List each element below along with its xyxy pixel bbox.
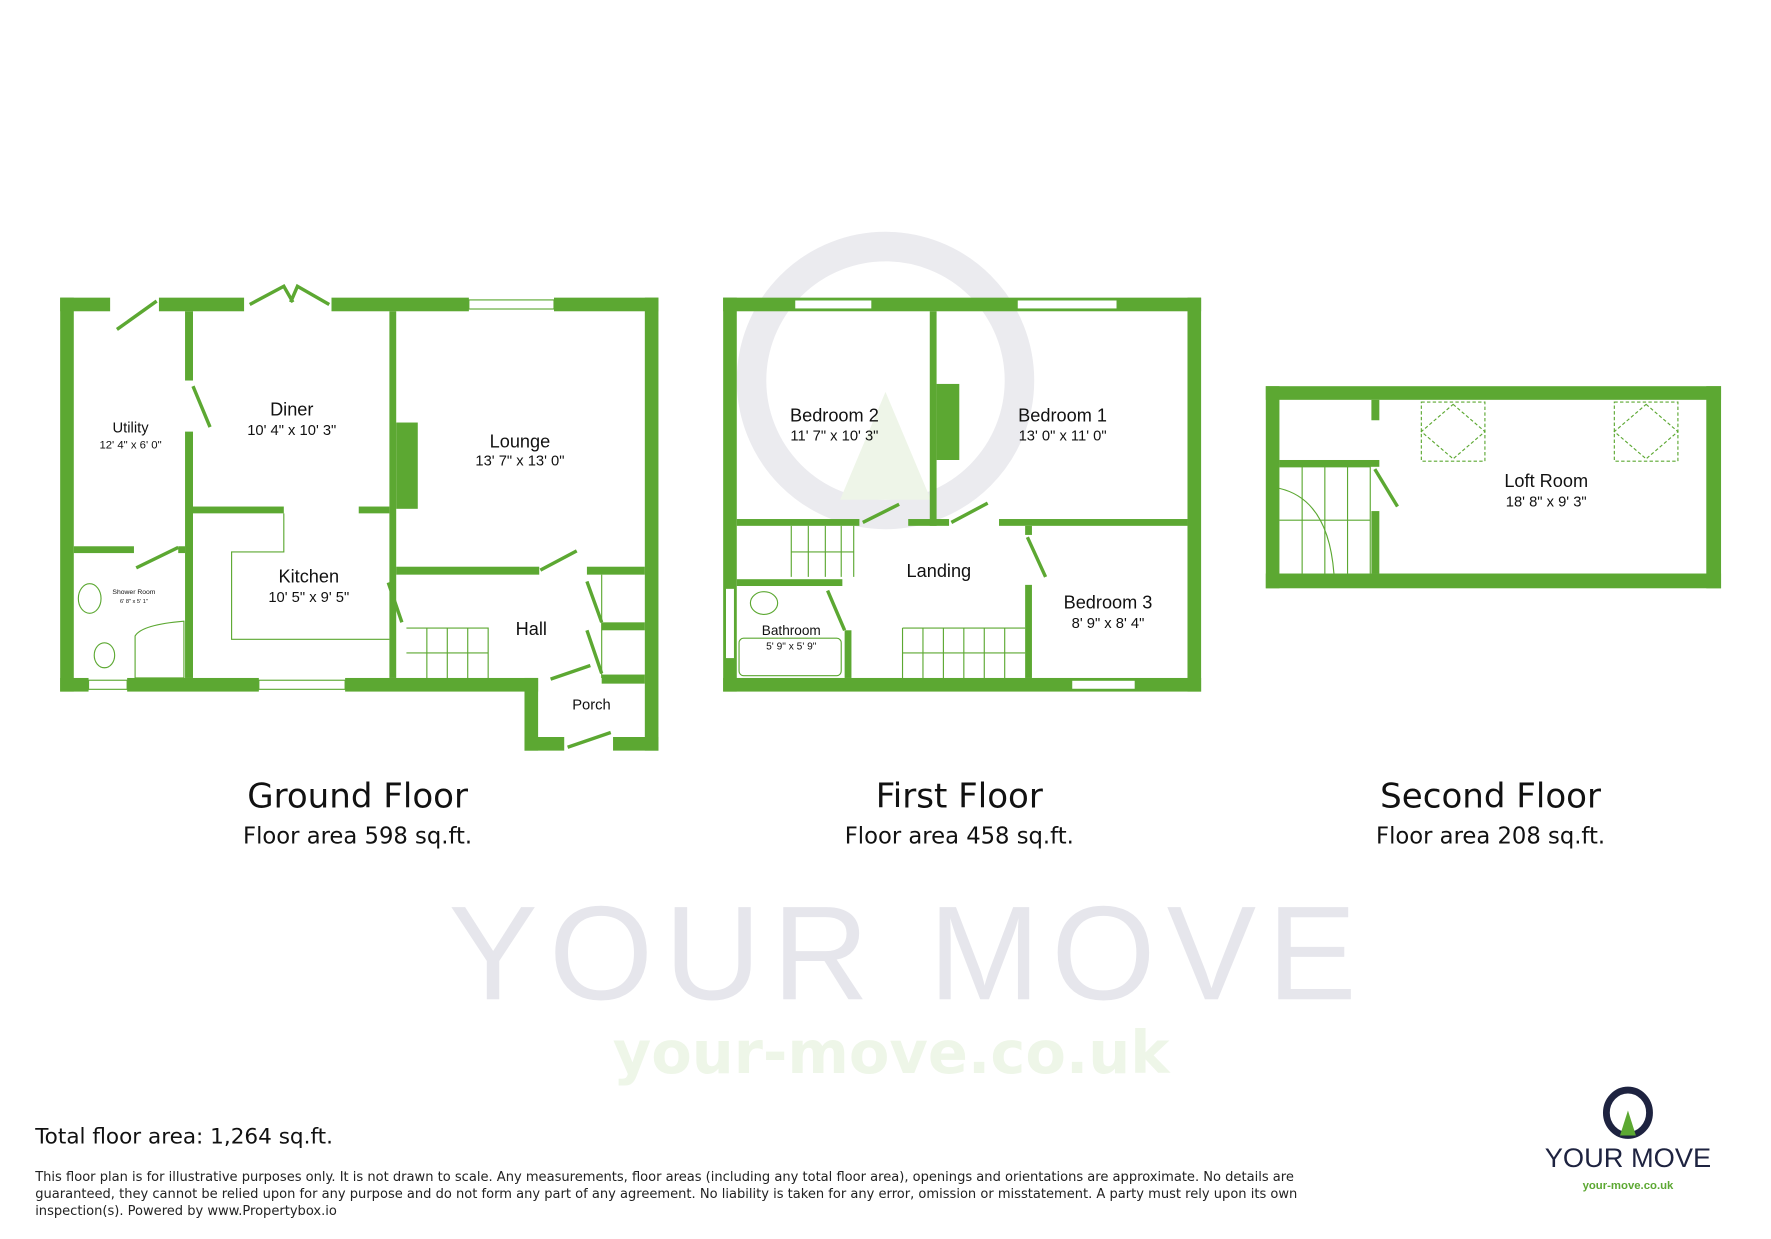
floor-title: First Floor [876, 776, 1043, 816]
room-dims: 10' 5" x 9' 5" [268, 590, 349, 606]
room-name: Bedroom 2 [790, 405, 879, 425]
watermark-url: your-move.co.uk [613, 1018, 1172, 1087]
second-floor-plan [1265, 386, 1722, 589]
room-name: Shower Room [112, 589, 155, 596]
logo-url: your-move.co.uk [1583, 1180, 1674, 1192]
total-floor-area: Total floor area: 1,264 sq.ft. [34, 1124, 333, 1149]
room-name: Kitchen [279, 567, 340, 587]
room-dims: 5' 9" x 5' 9" [766, 642, 817, 653]
room-name: Loft Room [1504, 471, 1588, 491]
floor-title: Ground Floor [247, 776, 468, 816]
room-dims: 11' 7" x 10' 3" [790, 429, 878, 445]
first-floor-plan [723, 297, 1202, 692]
room-dims: 12' 4" x 6' 0" [99, 440, 161, 452]
disclaimer-line: guaranteed, they cannot be relied upon f… [35, 1187, 1297, 1202]
room-dims: 8' 9" x 8' 4" [1072, 616, 1145, 632]
room-name: Utility [113, 421, 150, 437]
floor-area: Floor area 208 sq.ft. [1376, 824, 1605, 850]
room-dims: 13' 7" x 13' 0" [475, 454, 564, 470]
disclaimer-line: This floor plan is for illustrative purp… [34, 1170, 1294, 1185]
logo-name: YOUR MOVE [1545, 1142, 1711, 1173]
floor-title: Second Floor [1380, 776, 1601, 816]
room-name: Hall [516, 619, 547, 639]
floor-area: Floor area 598 sq.ft. [243, 824, 472, 850]
room-name: Landing [907, 561, 972, 581]
watermark: YOUR MOVE your-move.co.uk [448, 231, 1357, 1087]
room-dims: 10' 4" x 10' 3" [247, 423, 336, 439]
room-name: Bedroom 3 [1064, 593, 1153, 613]
room-dims: 18' 8" x 9' 3" [1506, 495, 1587, 511]
ground-floor-plan [60, 283, 659, 751]
your-move-logo: YOUR MOVE your-move.co.uk [1545, 1086, 1711, 1192]
watermark-brand: YOUR MOVE [448, 879, 1356, 1028]
room-name: Lounge [490, 432, 551, 452]
room-name: Diner [270, 400, 313, 420]
room-name: Porch [572, 698, 611, 714]
room-dims: 13' 0" x 11' 0" [1019, 429, 1107, 445]
floor-area: Floor area 458 sq.ft. [845, 824, 1074, 850]
room-name: Bedroom 1 [1018, 405, 1107, 425]
room-dims: 6' 8" x 5' 1" [120, 599, 148, 605]
room-name: Bathroom [762, 623, 821, 638]
disclaimer-line: inspection(s). Powered by www.Propertybo… [35, 1204, 337, 1219]
